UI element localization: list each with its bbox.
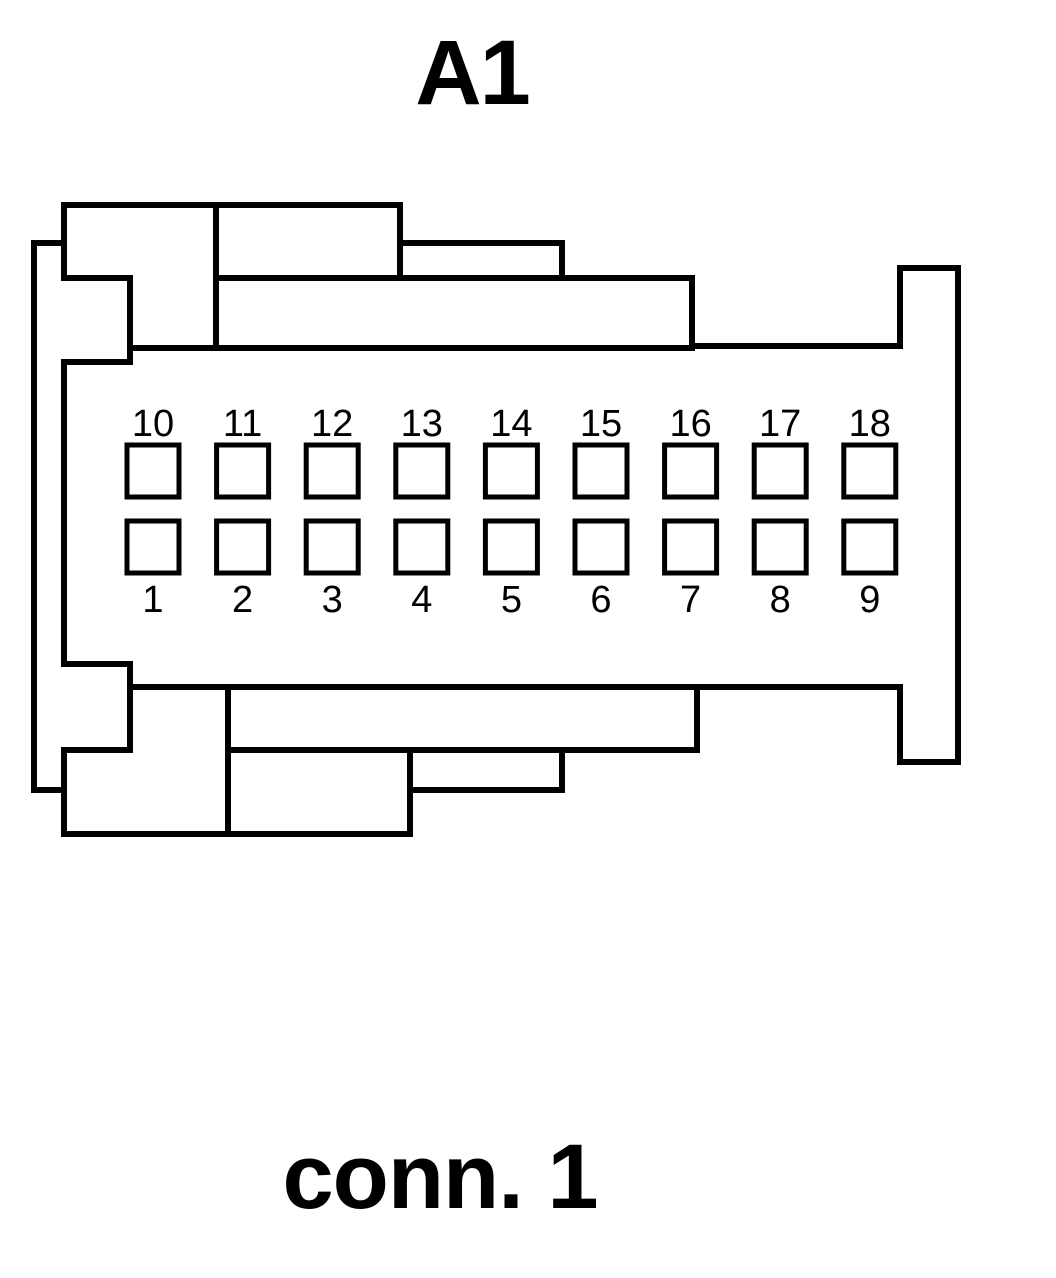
pin-number-label: 12 <box>311 403 353 445</box>
connector-housing <box>31 202 961 837</box>
pin-12: 12 <box>303 403 361 500</box>
pin-row-top: 10 11 12 13 14 15 16 17 18 <box>124 403 899 500</box>
pin-number-label: 7 <box>680 579 701 621</box>
pin-number-label: 11 <box>223 403 262 445</box>
pin-number-label: 2 <box>232 579 253 621</box>
pin-cavity <box>124 442 182 500</box>
pin-cavity <box>751 442 809 500</box>
pin-cavity <box>214 442 272 500</box>
pin-7: 7 <box>662 518 720 621</box>
connector-title: A1 <box>415 22 531 124</box>
pin-number-label: 15 <box>580 403 622 445</box>
pin-number-label: 5 <box>501 579 522 621</box>
pin-number-label: 9 <box>859 579 880 621</box>
pin-cavity <box>662 442 720 500</box>
pin-number-label: 16 <box>669 403 711 445</box>
pin-cavity <box>482 518 540 576</box>
pin-17: 17 <box>751 403 809 500</box>
pin-cavity <box>572 442 630 500</box>
pin-number-label: 3 <box>322 579 343 621</box>
pin-number-label: 8 <box>770 579 791 621</box>
pin-8: 8 <box>751 518 809 621</box>
pin-row-bottom: 1 2 3 4 5 6 7 8 9 <box>124 518 899 621</box>
pin-1: 1 <box>124 518 182 621</box>
pin-number-label: 6 <box>590 579 611 621</box>
pin-16: 16 <box>662 403 720 500</box>
connector-caption: conn. 1 <box>282 1126 598 1228</box>
pin-number-label: 10 <box>132 403 174 445</box>
pin-number-label: 17 <box>759 403 801 445</box>
pin-4: 4 <box>393 518 451 621</box>
pin-cavity <box>482 442 540 500</box>
pin-cavity <box>572 518 630 576</box>
pin-5: 5 <box>482 518 540 621</box>
pin-cavity <box>393 442 451 500</box>
pin-11: 11 <box>214 403 272 500</box>
pin-18: 18 <box>841 403 899 500</box>
pin-cavity <box>124 518 182 576</box>
pin-14: 14 <box>482 403 540 500</box>
pin-cavity <box>751 518 809 576</box>
pin-cavity <box>662 518 720 576</box>
housing-bottom-latch <box>61 687 700 837</box>
pin-number-label: 4 <box>411 579 432 621</box>
pin-15: 15 <box>572 403 630 500</box>
pin-number-label: 18 <box>849 403 891 445</box>
pin-cavity <box>393 518 451 576</box>
housing-body-outline <box>61 265 961 765</box>
pin-number-label: 1 <box>142 579 163 621</box>
pin-cavity <box>303 518 361 576</box>
pin-cavity <box>303 442 361 500</box>
pin-number-label: 14 <box>490 403 532 445</box>
pin-number-label: 13 <box>401 403 443 445</box>
pin-cavity <box>841 442 899 500</box>
pin-2: 2 <box>214 518 272 621</box>
pin-cavity <box>214 518 272 576</box>
housing-top-latch <box>61 202 695 348</box>
pin-13: 13 <box>393 403 451 500</box>
pin-9: 9 <box>841 518 899 621</box>
housing-left-frame <box>31 240 64 793</box>
pin-10: 10 <box>124 403 182 500</box>
pin-cavity <box>841 518 899 576</box>
pin-3: 3 <box>303 518 361 621</box>
pin-6: 6 <box>572 518 630 621</box>
